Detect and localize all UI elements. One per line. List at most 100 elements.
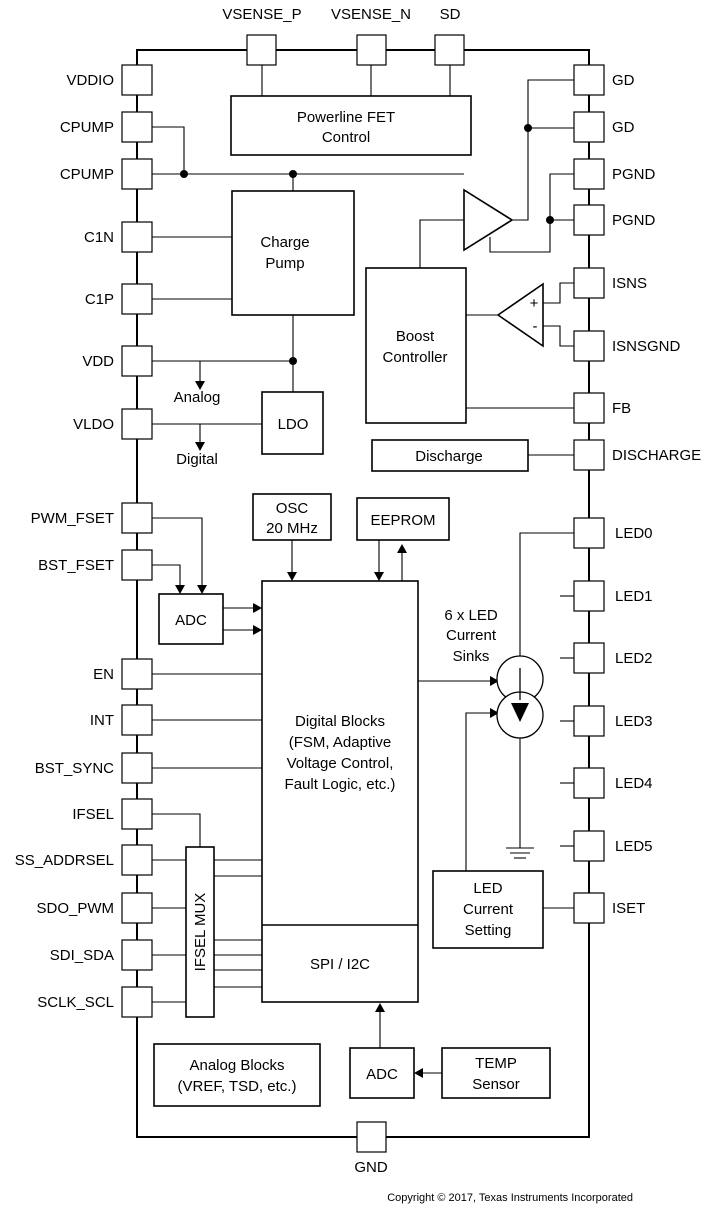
right-pins: GD GD PGND PGND ISNS ISNSGND FB DISCHARG… bbox=[573, 64, 701, 924]
pin-label-ifsel: IFSEL bbox=[72, 806, 114, 823]
ground-icon bbox=[506, 847, 534, 859]
digital-blocks: Digital Blocks (FSM, Adaptive Voltage Co… bbox=[261, 580, 419, 1003]
pin-box-isnsgnd bbox=[573, 330, 605, 362]
pin-label-led1: LED1 bbox=[615, 588, 653, 605]
led-sinks-label-2: Current bbox=[446, 627, 497, 644]
pin-label-led5: LED5 bbox=[615, 838, 653, 855]
pin-label-led2: LED2 bbox=[615, 650, 653, 667]
pin-box-sdi-sda bbox=[121, 939, 153, 971]
eeprom-block: EEPROM bbox=[356, 497, 450, 541]
adc-block-bottom: ADC bbox=[349, 1047, 415, 1099]
arrowheads bbox=[175, 381, 499, 1078]
svg-text:Powerline FET: Powerline FET bbox=[297, 109, 395, 126]
svg-text:Digital Blocks: Digital Blocks bbox=[295, 713, 385, 730]
pin-label-c1p: C1P bbox=[85, 291, 114, 308]
pin-label-vddio: VDDIO bbox=[66, 72, 114, 89]
pin-gnd: GND bbox=[354, 1121, 388, 1176]
analog-blocks: Analog Blocks (VREF, TSD, etc.) bbox=[153, 1043, 321, 1107]
pin-label-discharge: DISCHARGE bbox=[612, 447, 701, 464]
pin-box-vddio bbox=[121, 64, 153, 96]
pin-box-cpump-2 bbox=[121, 158, 153, 190]
pin-box-led3 bbox=[573, 705, 605, 737]
pin-label-gd-2: GD bbox=[612, 119, 635, 136]
svg-text:ADC: ADC bbox=[175, 612, 207, 629]
junction-dots bbox=[180, 124, 554, 365]
pin-sd: SD bbox=[434, 6, 465, 66]
pin-label-pgnd-1: PGND bbox=[612, 166, 656, 183]
pin-label-fb: FB bbox=[612, 400, 631, 417]
pin-box-gd-1 bbox=[573, 64, 605, 96]
gate-driver-icon bbox=[463, 188, 514, 252]
led-sinks-label-3: Sinks bbox=[453, 648, 490, 665]
svg-text:Analog Blocks: Analog Blocks bbox=[189, 1057, 284, 1074]
pin-label-vsense-p: VSENSE_P bbox=[222, 6, 301, 23]
pin-label-isnsgnd: ISNSGND bbox=[612, 338, 681, 355]
pin-label-pgnd-2: PGND bbox=[612, 212, 656, 229]
led-current-setting-block: LED Current Setting bbox=[432, 870, 544, 949]
pin-box-iset bbox=[573, 892, 605, 924]
pin-label-sclk-scl: SCLK_SCL bbox=[37, 994, 114, 1011]
pin-label-iset: ISET bbox=[612, 900, 645, 917]
svg-text:(FSM, Adaptive: (FSM, Adaptive bbox=[289, 734, 392, 751]
amp-minus-label: - bbox=[533, 318, 538, 335]
pin-vsense-n: VSENSE_N bbox=[331, 6, 411, 66]
temp-sensor-block: TEMP Sensor bbox=[441, 1047, 551, 1099]
pin-label-cpump-1: CPUMP bbox=[60, 119, 114, 136]
pin-box-led4 bbox=[573, 767, 605, 799]
pin-label-pwm-fset: PWM_FSET bbox=[31, 510, 114, 527]
pin-label-led0: LED0 bbox=[615, 525, 653, 542]
pin-box-ifsel bbox=[121, 798, 153, 830]
pin-box-sdo-pwm bbox=[121, 892, 153, 924]
pin-box-bst-sync bbox=[121, 752, 153, 784]
pin-label-gnd: GND bbox=[354, 1159, 388, 1176]
pin-label-sdo-pwm: SDO_PWM bbox=[36, 900, 114, 917]
pin-label-en: EN bbox=[93, 666, 114, 683]
svg-text:Controller: Controller bbox=[382, 349, 447, 366]
ldo-block: LDO bbox=[261, 391, 324, 455]
pin-label-c1n: C1N bbox=[84, 229, 114, 246]
svg-text:Discharge: Discharge bbox=[415, 448, 483, 465]
osc-block: OSC 20 MHz bbox=[252, 493, 332, 541]
pin-label-led3: LED3 bbox=[615, 713, 653, 730]
svg-text:Pump: Pump bbox=[265, 255, 304, 272]
pin-box-fb bbox=[573, 392, 605, 424]
copyright-text: Copyright © 2017, Texas Instruments Inco… bbox=[387, 1192, 633, 1204]
svg-text:IFSEL MUX: IFSEL MUX bbox=[192, 893, 209, 972]
pin-label-led4: LED4 bbox=[615, 775, 653, 792]
svg-text:TEMP: TEMP bbox=[475, 1055, 517, 1072]
wires bbox=[152, 65, 574, 1074]
boost-controller-block: Boost Controller bbox=[365, 267, 467, 424]
ifsel-mux-block: IFSEL MUX bbox=[185, 846, 215, 1018]
pin-label-sdi-sda: SDI_SDA bbox=[50, 947, 114, 964]
pin-label-ss-addrsel: SS_ADDRSEL bbox=[15, 852, 114, 869]
pin-box-pgnd-2 bbox=[573, 204, 605, 236]
adc-block-left: ADC bbox=[158, 593, 224, 645]
svg-text:Setting: Setting bbox=[465, 922, 512, 939]
svg-text:OSC: OSC bbox=[276, 500, 309, 517]
pin-vsense-p: VSENSE_P bbox=[222, 6, 302, 66]
pin-label-bst-fset: BST_FSET bbox=[38, 557, 114, 574]
pin-label-isns: ISNS bbox=[612, 275, 647, 292]
pin-label-vsense-n: VSENSE_N bbox=[331, 6, 411, 23]
pin-box-gd-2 bbox=[573, 111, 605, 143]
pin-box-int bbox=[121, 704, 153, 736]
svg-text:ADC: ADC bbox=[366, 1066, 398, 1083]
svg-text:LDO: LDO bbox=[278, 416, 309, 433]
sense-amplifier-icon: + - bbox=[496, 282, 544, 348]
pin-box-led1 bbox=[573, 580, 605, 612]
pin-label-gd-1: GD bbox=[612, 72, 635, 89]
pin-box-en bbox=[121, 658, 153, 690]
svg-text:Current: Current bbox=[463, 901, 514, 918]
pin-box-pgnd-1 bbox=[573, 158, 605, 190]
pin-box-discharge bbox=[573, 439, 605, 471]
pin-box-c1p bbox=[121, 283, 153, 315]
amp-plus-label: + bbox=[530, 295, 539, 312]
pin-label-cpump-2: CPUMP bbox=[60, 166, 114, 183]
pin-box-led2 bbox=[573, 642, 605, 674]
discharge-block: Discharge bbox=[371, 439, 529, 472]
pin-box-bst-fset bbox=[121, 549, 153, 581]
pin-label-vdd: VDD bbox=[82, 353, 114, 370]
current-sink-icon bbox=[496, 655, 544, 739]
svg-text:Boost: Boost bbox=[396, 328, 435, 345]
